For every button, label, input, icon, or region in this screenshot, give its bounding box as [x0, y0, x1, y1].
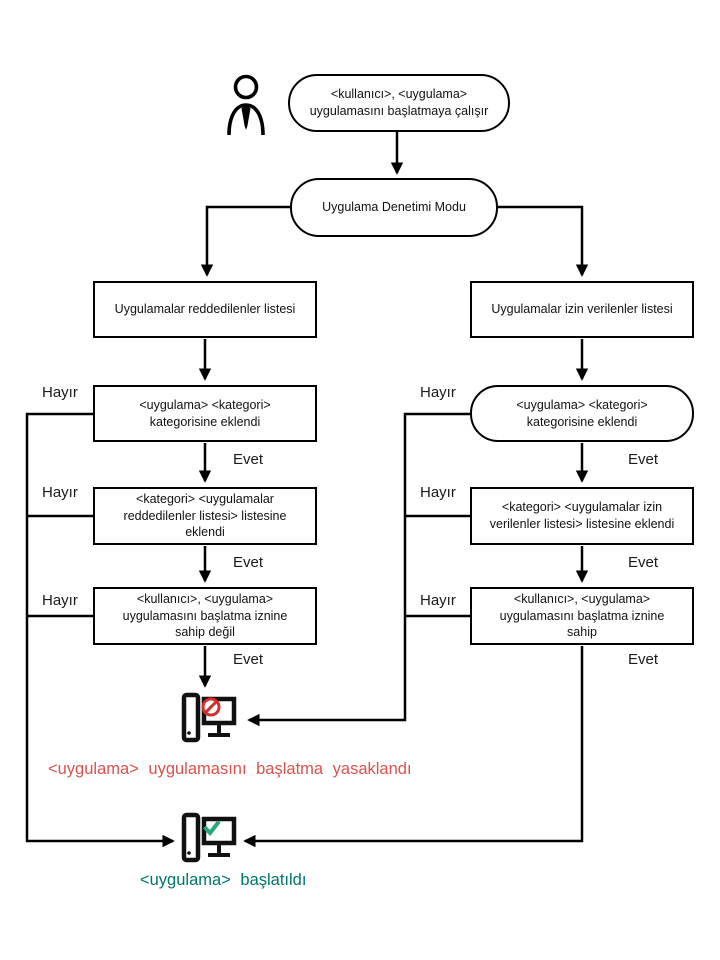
allowlist-category-label: <uygulama> <kategori> kategorisine eklen…: [516, 397, 648, 429]
blocked-outcome-text: <uygulama> uygulamasını başlatma yasakla…: [48, 760, 412, 778]
denylist-permission-label: <kullanıcı>, <uygulama> uygulamasını baş…: [122, 591, 288, 640]
label-no-right-3: Hayır: [420, 592, 456, 609]
mode-node-label: Uygulama Denetimi Modu: [322, 200, 466, 215]
allowlist-added-label: <kategori> <uygulamalar izin verilenler …: [489, 500, 675, 531]
denylist-category-label: <uygulama> <kategori> kategorisine eklen…: [139, 397, 271, 429]
denylist-added-node: <kategori> <uygulamalar reddedilenler li…: [93, 487, 317, 545]
label-no-left-2: Hayır: [42, 484, 78, 501]
denylist-node: Uygulamalar reddedilenler listesi: [93, 281, 317, 338]
user-icon: [226, 74, 266, 141]
computer-blocked-icon: [179, 692, 237, 751]
label-no-right-2: Hayır: [420, 484, 456, 501]
label-yes-right-2: Evet: [628, 554, 659, 571]
allowlist-added-node: <kategori> <uygulamalar izin verilenler …: [470, 487, 694, 545]
started-outcome-text: <uygulama> başlatıldı: [140, 871, 307, 889]
allowlist-permission-node: <kullanıcı>, <uygulama> uygulamasını baş…: [470, 587, 694, 645]
denylist-node-label: Uygulamalar reddedilenler listesi: [114, 302, 296, 317]
label-no-left-1: Hayır: [42, 384, 78, 401]
label-yes-right-1: Evet: [628, 451, 659, 468]
allowlist-category-node: <uygulama> <kategori> kategorisine eklen…: [470, 385, 694, 442]
label-yes-left-1: Evet: [233, 451, 264, 468]
start-node: <kullanıcı>, <uygulama> uygulamasını baş…: [288, 74, 510, 132]
start-node-label: <kullanıcı>, <uygulama> uygulamasını baş…: [309, 87, 489, 118]
label-yes-left-2: Evet: [233, 554, 264, 571]
mode-node: Uygulama Denetimi Modu: [290, 178, 498, 237]
allowlist-node: Uygulamalar izin verilenler listesi: [470, 281, 694, 338]
allowlist-permission-label: <kullanıcı>, <uygulama> uygulamasını baş…: [499, 591, 665, 640]
label-yes-left-3: Evet: [233, 651, 264, 668]
label-no-right-1: Hayır: [420, 384, 456, 401]
label-yes-right-3: Evet: [628, 651, 659, 668]
denylist-category-node: <uygulama> <kategori> kategorisine eklen…: [93, 385, 317, 442]
denylist-permission-node: <kullanıcı>, <uygulama> uygulamasını baş…: [93, 587, 317, 645]
allowlist-node-label: Uygulamalar izin verilenler listesi: [491, 302, 673, 317]
computer-started-icon: [179, 812, 237, 871]
label-no-left-3: Hayır: [42, 592, 78, 609]
denylist-added-label: <kategori> <uygulamalar reddedilenler li…: [123, 491, 287, 540]
